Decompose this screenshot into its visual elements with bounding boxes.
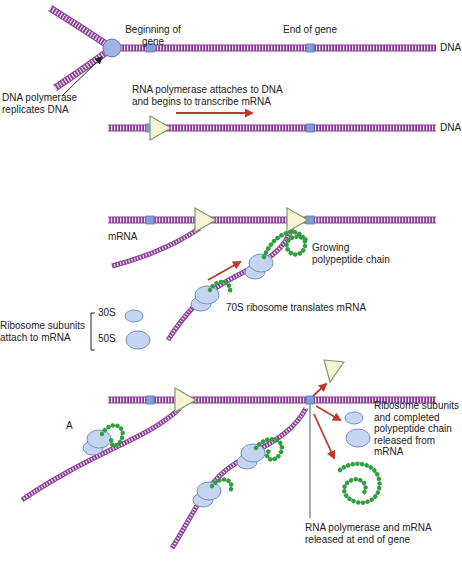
rna-polymerase <box>287 208 308 232</box>
label: Growing polypeptide chain <box>312 242 402 265</box>
mrna-strand <box>22 408 306 548</box>
direction-arrow <box>176 112 252 114</box>
direction-arrow <box>314 414 334 458</box>
direction-arrow <box>316 406 340 420</box>
label: DNA <box>440 122 462 134</box>
leader-line <box>310 404 311 518</box>
gene-start-marker <box>146 216 154 224</box>
gene-end-marker <box>306 396 314 404</box>
label: DNA polymerase replicates DNA <box>2 92 88 115</box>
dna-strand <box>108 220 436 221</box>
ribosome-subunit <box>345 412 363 424</box>
label: Ribosome subunits attach to mRNA <box>0 320 90 343</box>
label: 70S ribosome translates mRNA <box>226 302 376 314</box>
label: Ribosome subunits and completed polypept… <box>374 400 460 458</box>
dna-polymerase <box>103 39 121 57</box>
ribosome-subunit <box>126 331 150 349</box>
polypeptide-chain <box>256 439 282 459</box>
label: 50S <box>98 333 122 345</box>
ribosome-subunit <box>346 429 370 447</box>
polypeptide-chain <box>264 232 306 257</box>
dna-strand <box>50 8 436 88</box>
label: mRNA <box>108 231 148 243</box>
gene-start-marker <box>146 396 154 404</box>
polypeptide-chain <box>102 425 123 445</box>
pointer-arrow <box>62 57 102 96</box>
label: RNA polymerase and mRNA released at end … <box>305 522 460 545</box>
rna-polymerase <box>175 388 196 412</box>
label: A <box>66 420 78 432</box>
rna-polymerase <box>195 208 216 232</box>
ribosome-subunit <box>125 310 143 322</box>
label: RNA polymerase attaches to DNA and begin… <box>132 84 297 107</box>
gene-end-marker <box>306 44 314 52</box>
ribosome <box>191 286 219 311</box>
bracket <box>91 313 95 350</box>
ribosome <box>245 254 273 279</box>
polypeptide-chain <box>210 282 230 292</box>
rna-polymerase <box>324 360 344 382</box>
ribosome <box>193 482 221 507</box>
polypeptide-chain <box>212 479 231 492</box>
label: Beginning of gene <box>118 24 188 47</box>
polypeptide-chain <box>340 464 380 503</box>
mrna-strand <box>112 228 292 340</box>
gene-end-marker <box>306 124 314 132</box>
direction-arrow <box>313 384 326 396</box>
direction-arrow <box>208 262 240 280</box>
ribosome <box>83 430 111 455</box>
ribosome <box>237 444 265 469</box>
label: End of gene <box>280 24 340 36</box>
label: 30S <box>98 307 122 319</box>
rna-polymerase <box>150 116 171 140</box>
label: DNA <box>440 42 462 54</box>
